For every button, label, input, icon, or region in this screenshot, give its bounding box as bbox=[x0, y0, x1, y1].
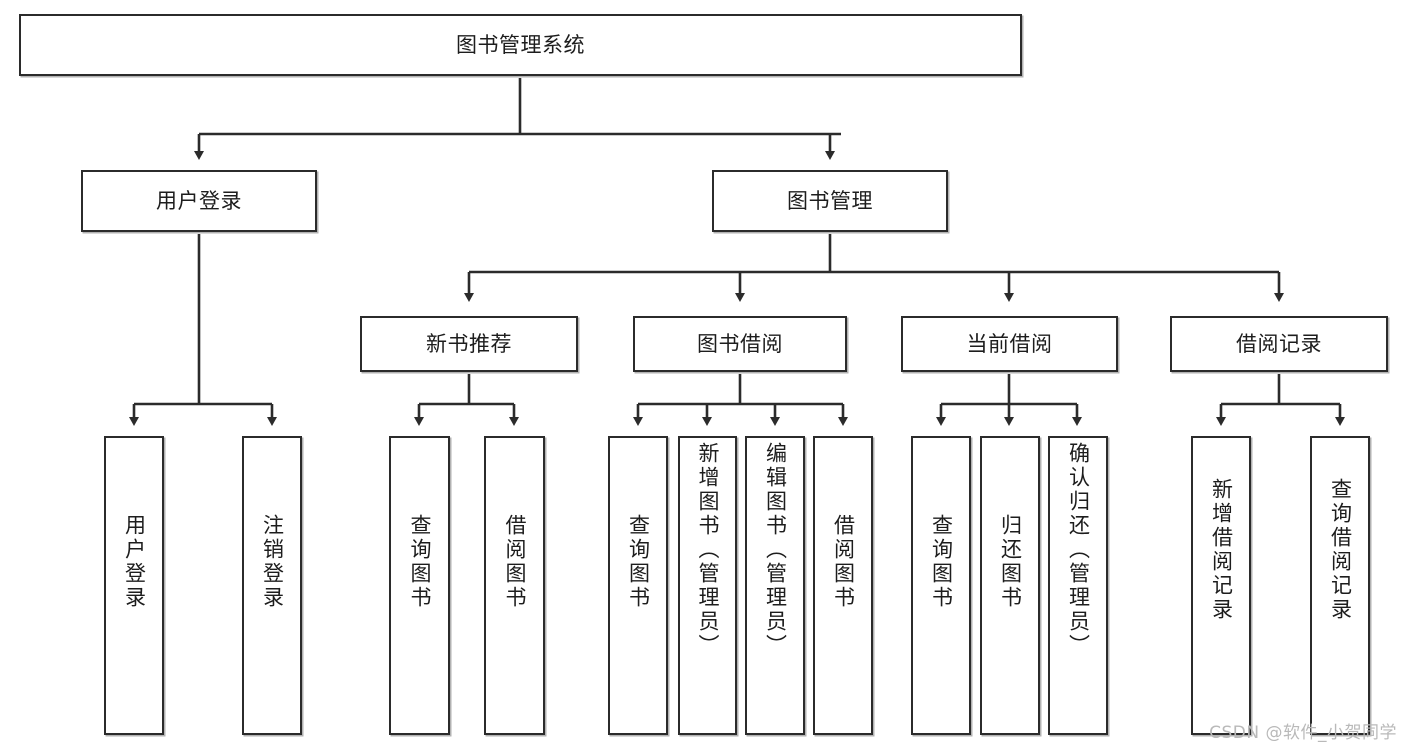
node-label: 新增图书（管理员） bbox=[696, 442, 720, 658]
node-label: 图书借阅 bbox=[697, 331, 783, 356]
node-label: 图书管理系统 bbox=[456, 32, 585, 57]
leaf-book-borrow-edit-book-admin[interactable]: 编辑图书（管理员） bbox=[745, 436, 805, 735]
node-label: 归还图书 bbox=[998, 514, 1023, 610]
csdn-watermark: CSDN @软件_小贺同学 bbox=[1209, 723, 1397, 743]
node-label: 查询借阅记录 bbox=[1328, 478, 1353, 622]
leaf-borrow-records-add-record[interactable]: 新增借阅记录 bbox=[1191, 436, 1251, 735]
node-user-login[interactable]: 用户登录 bbox=[81, 170, 317, 232]
node-book-borrow[interactable]: 图书借阅 bbox=[633, 316, 847, 372]
node-label: 编辑图书（管理员） bbox=[763, 442, 788, 658]
node-label: 用户登录 bbox=[156, 188, 242, 213]
node-book-management[interactable]: 图书管理 bbox=[712, 170, 948, 232]
node-label: 查询图书 bbox=[626, 514, 651, 610]
leaf-user-login-login[interactable]: 用户登录 bbox=[104, 436, 164, 735]
leaf-current-borrow-query-book[interactable]: 查询图书 bbox=[911, 436, 971, 735]
node-label: 借阅记录 bbox=[1236, 331, 1322, 356]
node-label: 新书推荐 bbox=[426, 331, 512, 356]
node-root-book-management-system[interactable]: 图书管理系统 bbox=[19, 14, 1022, 76]
node-new-book-recommend[interactable]: 新书推荐 bbox=[360, 316, 578, 372]
node-label: 注销登录 bbox=[260, 514, 285, 610]
leaf-borrow-records-query-record[interactable]: 查询借阅记录 bbox=[1310, 436, 1370, 735]
leaf-current-borrow-return-book[interactable]: 归还图书 bbox=[980, 436, 1040, 735]
leaf-user-login-logout[interactable]: 注销登录 bbox=[242, 436, 302, 735]
node-label: 查询图书 bbox=[408, 514, 432, 610]
leaf-new-book-query-book[interactable]: 查询图书 bbox=[389, 436, 450, 735]
node-borrow-records[interactable]: 借阅记录 bbox=[1170, 316, 1388, 372]
node-label: 确认归还（管理员） bbox=[1066, 442, 1091, 658]
leaf-book-borrow-add-book-admin[interactable]: 新增图书（管理员） bbox=[678, 436, 737, 735]
node-current-borrow[interactable]: 当前借阅 bbox=[901, 316, 1118, 372]
leaf-new-book-borrow-book[interactable]: 借阅图书 bbox=[484, 436, 545, 735]
node-label: 借阅图书 bbox=[503, 514, 527, 610]
node-label: 借阅图书 bbox=[831, 514, 856, 610]
node-label: 图书管理 bbox=[787, 188, 873, 213]
leaf-book-borrow-query-book[interactable]: 查询图书 bbox=[608, 436, 668, 735]
leaf-current-borrow-confirm-return-admin[interactable]: 确认归还（管理员） bbox=[1048, 436, 1108, 735]
node-label: 新增借阅记录 bbox=[1209, 478, 1234, 622]
leaf-book-borrow-borrow-book[interactable]: 借阅图书 bbox=[813, 436, 873, 735]
node-label: 当前借阅 bbox=[966, 331, 1053, 356]
node-label: 用户登录 bbox=[122, 514, 147, 610]
node-label: 查询图书 bbox=[929, 514, 954, 610]
